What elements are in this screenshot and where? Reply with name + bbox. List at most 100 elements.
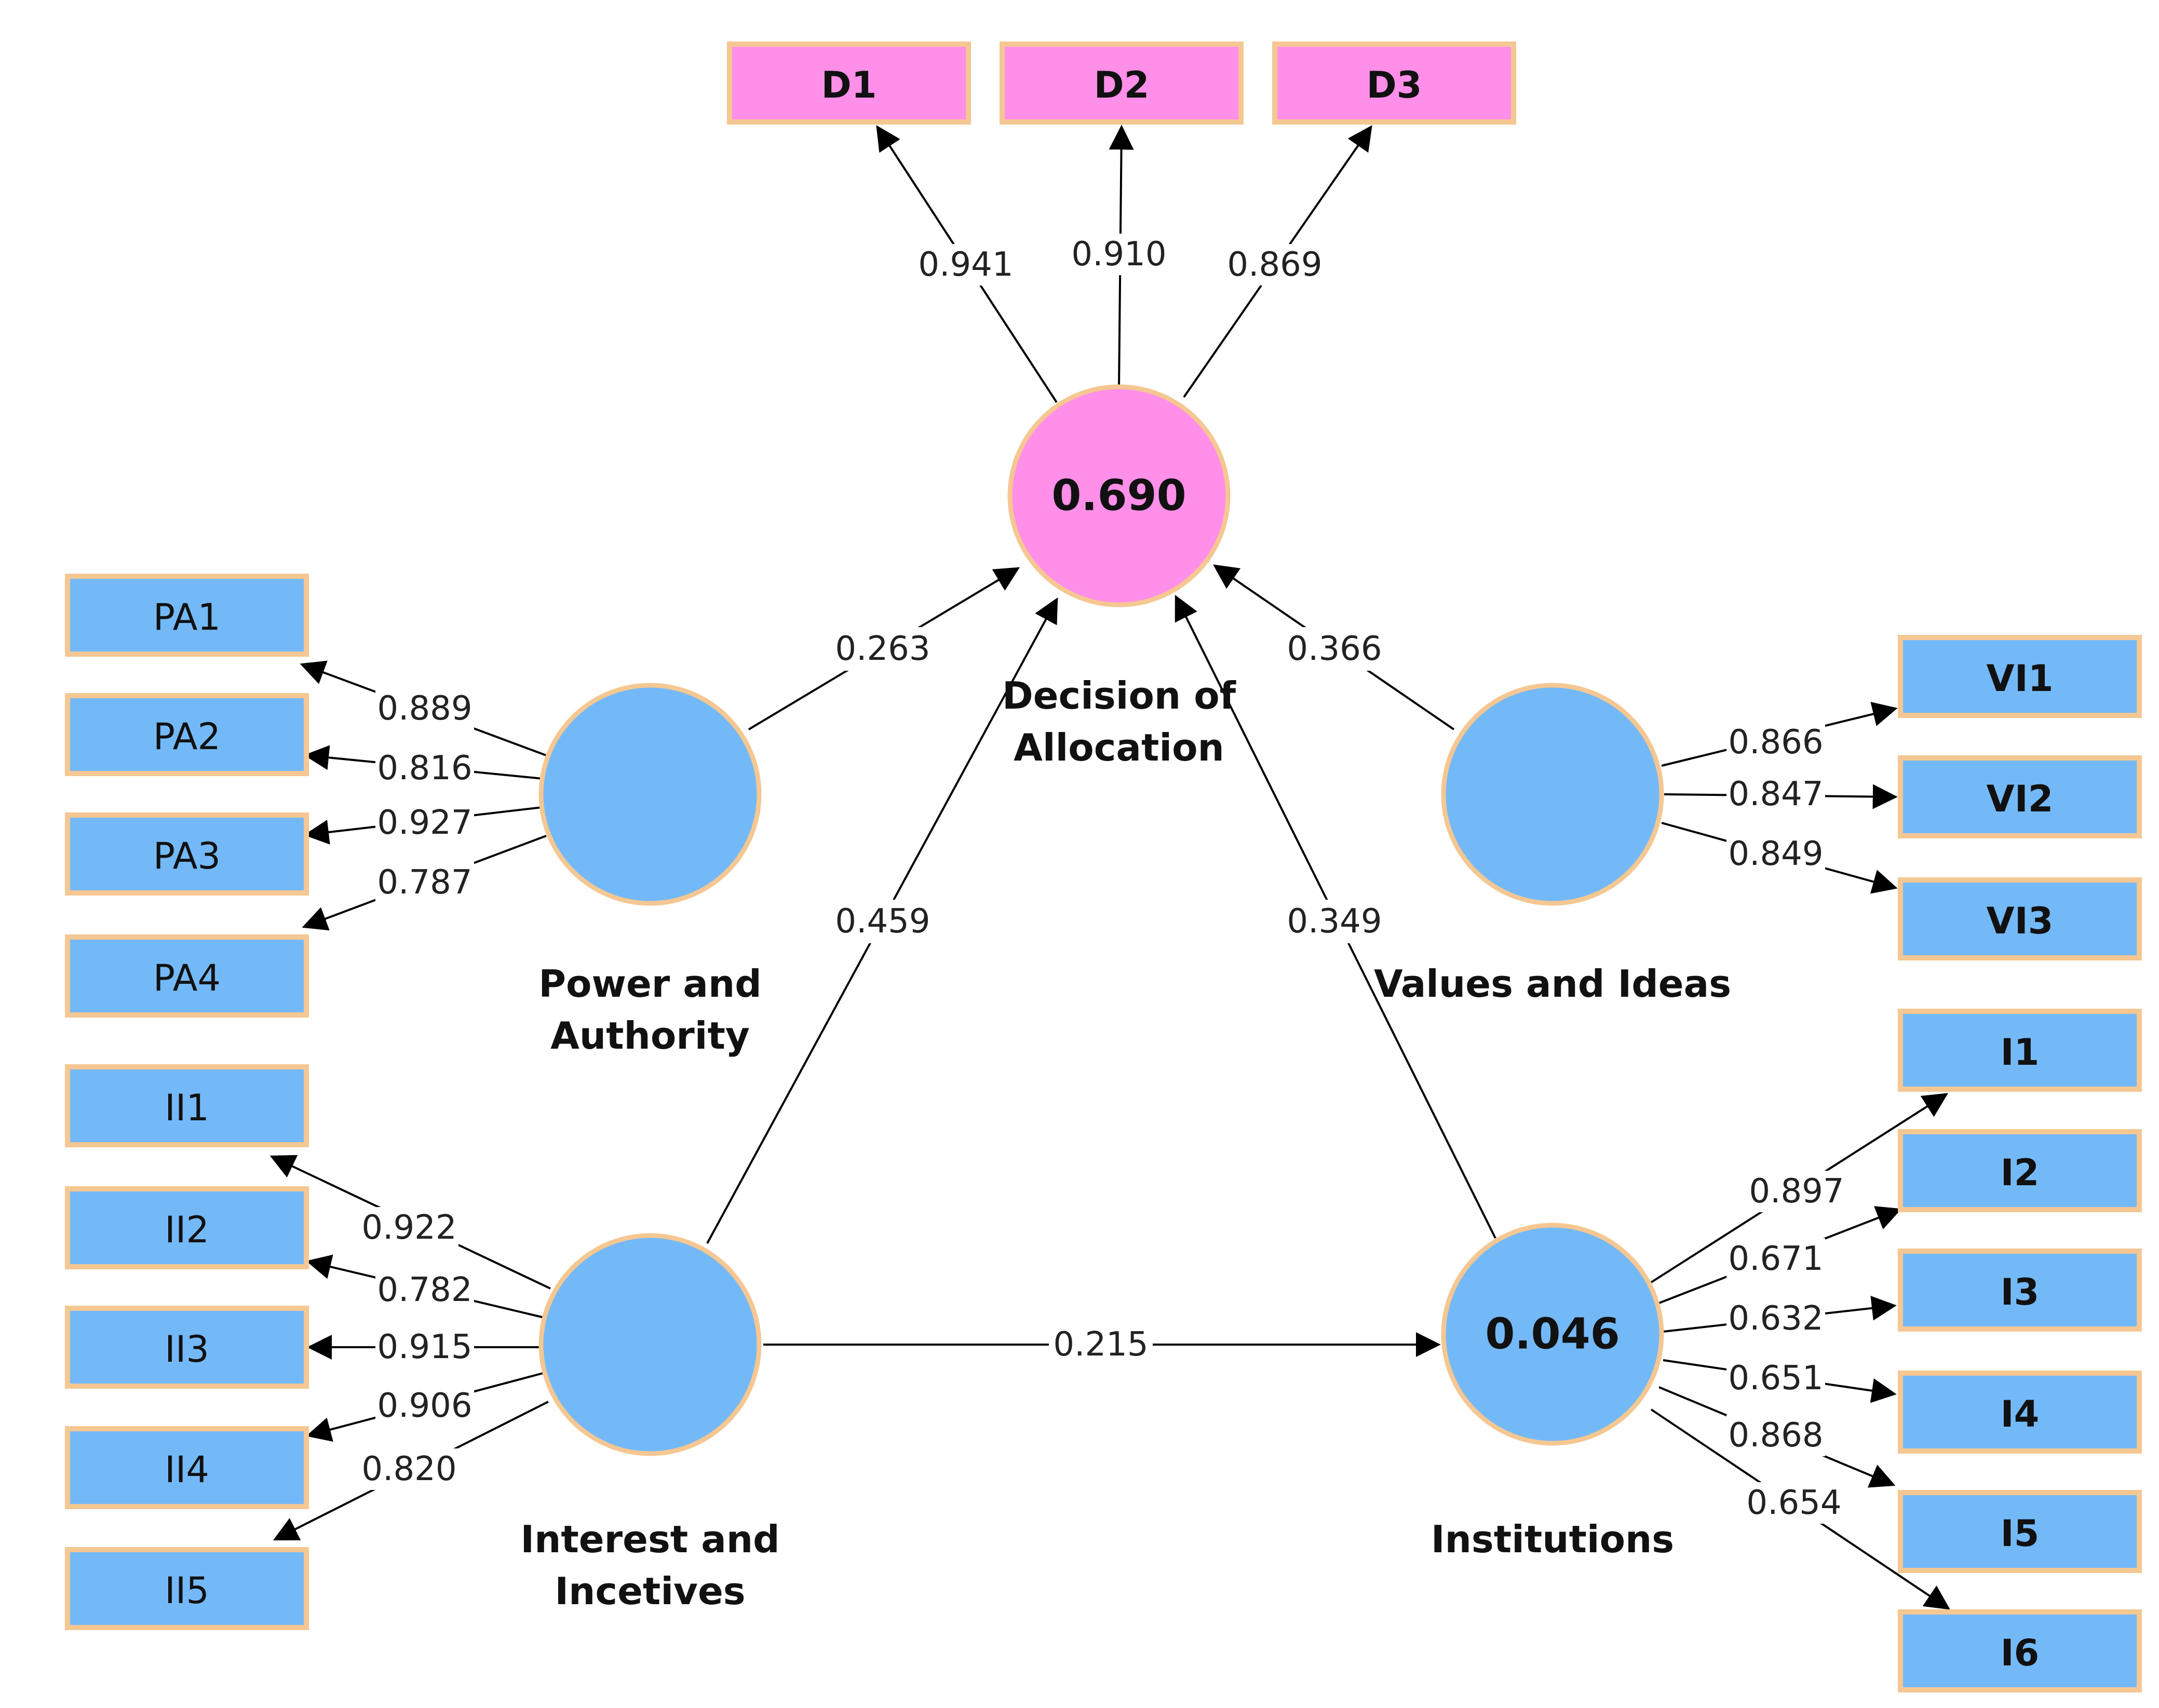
loading-value-d3: 0.869 (1227, 246, 1322, 284)
loading-value-i2: 0.671 (1728, 1240, 1823, 1278)
loading-label-bg-ii3 (375, 1326, 474, 1368)
loading-label-bg-vi3 (1726, 833, 1825, 875)
path-coefficient-interest-institutions: 0.215 (1053, 1325, 1148, 1364)
loading-value-ii5: 0.820 (361, 1450, 456, 1488)
indicator-box-vi3 (1898, 877, 2142, 960)
latent-power-circle (538, 683, 762, 906)
loading-value-ii1: 0.922 (361, 1209, 456, 1247)
loading-label-bg-i3 (1726, 1298, 1825, 1339)
path-coefficient-values-decision: 0.366 (1287, 630, 1382, 668)
latent-interest-name-line-1: Interest and (520, 1517, 779, 1561)
loading-label-bg-i5 (1726, 1415, 1825, 1456)
loading-value-vi3: 0.849 (1728, 835, 1823, 873)
indicator-label-vi2: VI2 (1987, 778, 2054, 820)
indicator-box-pa2 (65, 693, 309, 776)
indicator-label-i6: I6 (2001, 1632, 2040, 1674)
indicator-box-d2 (1000, 42, 1244, 125)
path-coefficient-power-decision: 0.263 (835, 630, 930, 668)
loading-label-bg-vi2 (1726, 774, 1825, 815)
loading-label-bg-i4 (1726, 1358, 1825, 1399)
indicator-box-vi1 (1898, 635, 2142, 718)
loading-value-i5: 0.868 (1728, 1416, 1823, 1455)
indicator-label-ii3: II3 (165, 1328, 209, 1371)
loading-label-bg-i1 (1747, 1171, 1846, 1212)
indicator-label-ii2: II2 (165, 1209, 209, 1251)
loading-value-pa4: 0.787 (377, 863, 472, 902)
indicator-label-i3: I3 (2001, 1271, 2040, 1313)
latent-decision-name-line-2: Allocation (1014, 726, 1224, 769)
loading-label-bg-pa3 (375, 802, 474, 844)
loading-value-i4: 0.651 (1728, 1359, 1823, 1398)
indicator-box-ii3 (65, 1306, 309, 1389)
indicator-label-pa2: PA2 (153, 715, 221, 758)
indicator-box-pa4 (65, 934, 309, 1018)
indicator-label-ii1: II1 (165, 1087, 209, 1129)
loading-value-i1: 0.897 (1749, 1172, 1844, 1211)
loading-label-bg-ii1 (360, 1207, 458, 1249)
latent-institutions-name-line-1: Institutions (1431, 1517, 1674, 1561)
loading-label-bg-i2 (1726, 1238, 1825, 1280)
indicator-box-ii2 (65, 1186, 309, 1269)
loading-value-i6: 0.654 (1746, 1484, 1841, 1522)
indicator-label-i5: I5 (2001, 1512, 2040, 1555)
path-label-bg-values-decision (1283, 627, 1386, 671)
indicator-box-i1 (1898, 1009, 2142, 1092)
indicator-box-ii4 (65, 1426, 309, 1509)
loading-value-pa1: 0.889 (377, 689, 472, 728)
latent-decision-circle (1007, 384, 1231, 607)
loading-value-pa2: 0.816 (377, 749, 472, 788)
loading-label-bg-ii5 (360, 1448, 458, 1490)
indicator-label-pa1: PA1 (153, 596, 221, 639)
indicator-box-i6 (1898, 1609, 2142, 1692)
loading-label-bg-ii2 (375, 1269, 474, 1311)
latent-decision-name-line-1: Decision of (1002, 674, 1236, 717)
indicator-box-pa3 (65, 812, 309, 896)
indicator-box-d1 (727, 42, 971, 125)
indicator-box-i4 (1898, 1371, 2142, 1454)
latent-power-name-line-1: Power and (538, 962, 762, 1006)
indicator-box-i2 (1898, 1129, 2142, 1212)
latent-values-circle (1441, 683, 1664, 906)
loading-value-d1: 0.941 (918, 246, 1013, 284)
latent-decision-r-squared: 0.690 (1051, 471, 1186, 521)
indicator-box-ii5 (65, 1547, 309, 1630)
loading-label-bg-pa4 (375, 862, 474, 903)
indicator-box-vi2 (1898, 755, 2142, 838)
loading-value-d2: 0.910 (1071, 235, 1166, 274)
indicator-label-d2: D2 (1094, 64, 1150, 106)
indicator-box-ii1 (65, 1064, 309, 1147)
latent-institutions-circle (1441, 1223, 1664, 1446)
path-label-bg-power-decision (831, 627, 935, 671)
indicator-label-i1: I1 (2001, 1031, 2040, 1074)
indicator-label-pa3: PA3 (153, 835, 221, 877)
latent-power-name-line-2: Authority (550, 1014, 750, 1058)
path-coefficient-institutions-decision: 0.349 (1287, 902, 1382, 941)
indicator-box-i5 (1898, 1490, 2142, 1573)
loading-value-i3: 0.632 (1728, 1299, 1823, 1338)
latent-interest-circle (538, 1233, 762, 1456)
indicator-label-pa4: PA4 (153, 957, 221, 999)
latent-values-name-line-1: Values and Ideas (1374, 962, 1731, 1006)
indicator-box-i3 (1898, 1249, 2142, 1332)
indicator-label-ii5: II5 (165, 1569, 209, 1612)
loading-value-ii3: 0.915 (377, 1328, 472, 1366)
loading-label-bg-ii4 (375, 1385, 474, 1427)
indicator-label-vi1: VI1 (1987, 657, 2054, 700)
loading-label-bg-pa2 (375, 748, 474, 789)
path-label-bg-interest-decision (831, 900, 935, 943)
loading-value-vi2: 0.847 (1728, 775, 1823, 814)
loading-label-bg-pa1 (375, 688, 474, 729)
indicator-label-vi3: VI3 (1987, 900, 2054, 942)
loading-value-ii2: 0.782 (377, 1271, 472, 1309)
path-label-bg-interest-institutions (1049, 1323, 1153, 1366)
indicator-label-d3: D3 (1367, 64, 1422, 106)
loading-label-bg-i6 (1745, 1482, 1843, 1524)
indicator-label-ii4: II4 (165, 1448, 209, 1491)
loading-value-ii4: 0.906 (377, 1387, 472, 1425)
loading-label-bg-d1 (916, 244, 1015, 286)
latent-interest-name-line-2: Incetives (555, 1569, 745, 1613)
